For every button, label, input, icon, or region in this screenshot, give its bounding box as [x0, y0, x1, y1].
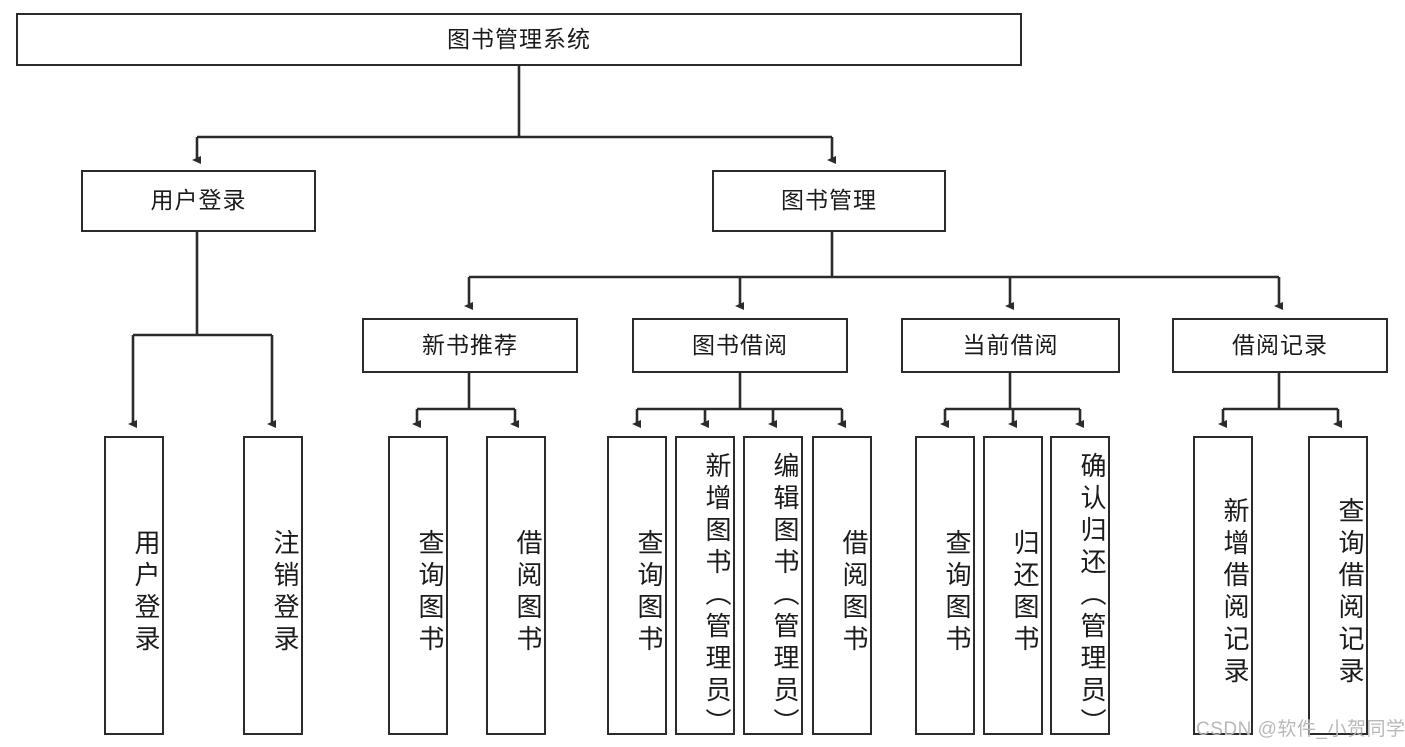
node-root-book-management-system[interactable]: 图书管理系统	[16, 13, 1022, 66]
leaf-borrow-record-add-record[interactable]: 新增借阅记录	[1193, 436, 1253, 735]
csdn-watermark: CSDN @软件_小贺同学	[1196, 719, 1405, 740]
node-label: 新书推荐	[422, 331, 518, 358]
node-book-management[interactable]: 图书管理	[712, 170, 946, 232]
node-label: 确认归还（管理员）	[1077, 452, 1107, 740]
node-book-borrow[interactable]: 图书借阅	[632, 318, 848, 373]
node-label: 查询借阅记录	[1335, 496, 1365, 689]
node-label: 新增图书（管理员）	[702, 452, 732, 740]
node-label: 当前借阅	[962, 331, 1059, 358]
node-label: 注销登录	[270, 528, 300, 657]
node-label: 图书借阅	[692, 331, 788, 358]
leaf-user-login-logout[interactable]: 注销登录	[243, 436, 303, 735]
leaf-book-borrow-query-book[interactable]: 查询图书	[607, 436, 667, 735]
node-label: 用户登录	[150, 187, 247, 214]
leaf-new-book-query-book[interactable]: 查询图书	[388, 436, 448, 735]
node-new-book-recommend[interactable]: 新书推荐	[362, 318, 578, 373]
node-label: 借阅图书	[839, 528, 869, 657]
node-label: 查询图书	[415, 528, 445, 657]
leaf-current-borrow-confirm-return-admin[interactable]: 确认归还（管理员）	[1050, 436, 1110, 740]
node-label: 图书管理系统	[447, 25, 591, 52]
leaf-borrow-record-query-record[interactable]: 查询借阅记录	[1308, 436, 1368, 735]
node-label: 编辑图书（管理员）	[770, 452, 800, 740]
node-label: 用户登录	[131, 528, 161, 657]
node-user-login[interactable]: 用户登录	[81, 170, 316, 232]
node-label: 图书管理	[781, 187, 877, 214]
leaf-current-borrow-query-book[interactable]: 查询图书	[915, 436, 975, 735]
node-label: 查询图书	[634, 528, 664, 657]
node-label: 借阅记录	[1232, 331, 1328, 358]
node-label: 借阅图书	[513, 528, 543, 657]
leaf-book-borrow-add-book-admin[interactable]: 新增图书（管理员）	[675, 436, 735, 740]
leaf-current-borrow-return-book[interactable]: 归还图书	[983, 436, 1043, 735]
node-current-borrow[interactable]: 当前借阅	[901, 318, 1120, 373]
leaf-user-login-login[interactable]: 用户登录	[104, 436, 164, 735]
node-borrow-record[interactable]: 借阅记录	[1172, 318, 1388, 373]
leaf-book-borrow-borrow-book[interactable]: 借阅图书	[812, 436, 872, 735]
node-label: 归还图书	[1010, 528, 1040, 657]
leaf-new-book-borrow-book[interactable]: 借阅图书	[486, 436, 546, 735]
node-label: 新增借阅记录	[1220, 496, 1250, 689]
leaf-book-borrow-edit-book-admin[interactable]: 编辑图书（管理员）	[743, 436, 803, 740]
node-label: 查询图书	[942, 528, 972, 657]
